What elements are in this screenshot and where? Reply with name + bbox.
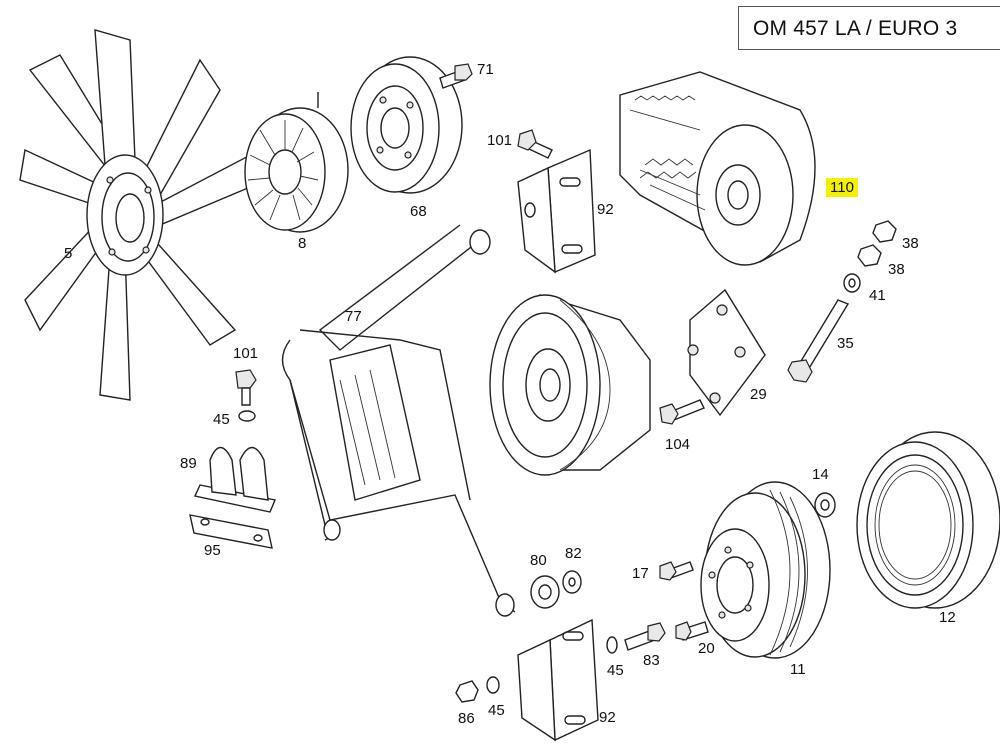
part-label-38-a[interactable]: 38 [902, 235, 919, 252]
part-label-12[interactable]: 12 [939, 609, 956, 626]
part-label-11[interactable]: 11 [790, 661, 806, 678]
part-label-38-b[interactable]: 38 [888, 261, 905, 278]
part-label-68[interactable]: 68 [410, 203, 427, 220]
pulley-68-drawing [350, 56, 463, 194]
pulley-11-drawing [700, 481, 836, 659]
part-label-77[interactable]: 77 [345, 308, 362, 325]
part-label-101-left[interactable]: 101 [233, 345, 259, 362]
part-label-71[interactable]: 71 [477, 61, 494, 78]
part-label-92-top[interactable]: 92 [597, 201, 614, 218]
plate-29-drawing [659, 288, 766, 425]
fan-5-drawing [19, 29, 261, 401]
viscous-clutch-8-drawing [244, 92, 349, 233]
part-label-45-left[interactable]: 45 [213, 411, 230, 428]
part-label-95[interactable]: 95 [204, 542, 221, 559]
part-label-41[interactable]: 41 [869, 287, 886, 304]
part-label-104[interactable]: 104 [665, 436, 691, 453]
engine-model-label: OM 457 LA / EURO 3 [753, 17, 958, 40]
frame-77-drawing [281, 224, 516, 617]
nuts-bolt-35-drawing [787, 220, 897, 383]
washers-80-82-drawing [530, 570, 582, 609]
pulley-12-drawing [856, 431, 1000, 609]
part-label-101-top[interactable]: 101 [487, 132, 513, 149]
bracket-92-lower-drawing [455, 618, 599, 742]
bolt-71-drawing [439, 63, 473, 89]
part-label-92-bottom[interactable]: 92 [599, 709, 616, 726]
part-label-17[interactable]: 17 [632, 565, 649, 582]
bolt-101-bracket-92-drawing [517, 129, 596, 274]
part-label-86[interactable]: 86 [458, 710, 475, 727]
part-label-14[interactable]: 14 [812, 466, 829, 483]
small-bolts-drawing [606, 561, 709, 654]
bracket-89-drawing [189, 369, 276, 549]
part-label-89[interactable]: 89 [180, 455, 197, 472]
part-label-45-right[interactable]: 45 [607, 662, 624, 679]
part-label-45-bottom[interactable]: 45 [488, 702, 505, 719]
part-label-20[interactable]: 20 [698, 640, 715, 657]
part-label-82[interactable]: 82 [565, 545, 582, 562]
engine-model-box: OM 457 LA / EURO 3 [738, 6, 1000, 50]
part-label-8[interactable]: 8 [298, 235, 307, 252]
part-label-5[interactable]: 5 [64, 245, 73, 262]
part-label-110[interactable]: 110 [826, 178, 858, 197]
centre-pulley-drawing [489, 294, 651, 476]
part-label-80[interactable]: 80 [530, 552, 547, 569]
belt-110-drawing [619, 71, 816, 266]
part-label-110-highlight[interactable]: 110 [826, 178, 858, 197]
part-label-29[interactable]: 29 [750, 386, 767, 403]
part-label-35[interactable]: 35 [837, 335, 854, 352]
part-label-83[interactable]: 83 [643, 652, 660, 669]
